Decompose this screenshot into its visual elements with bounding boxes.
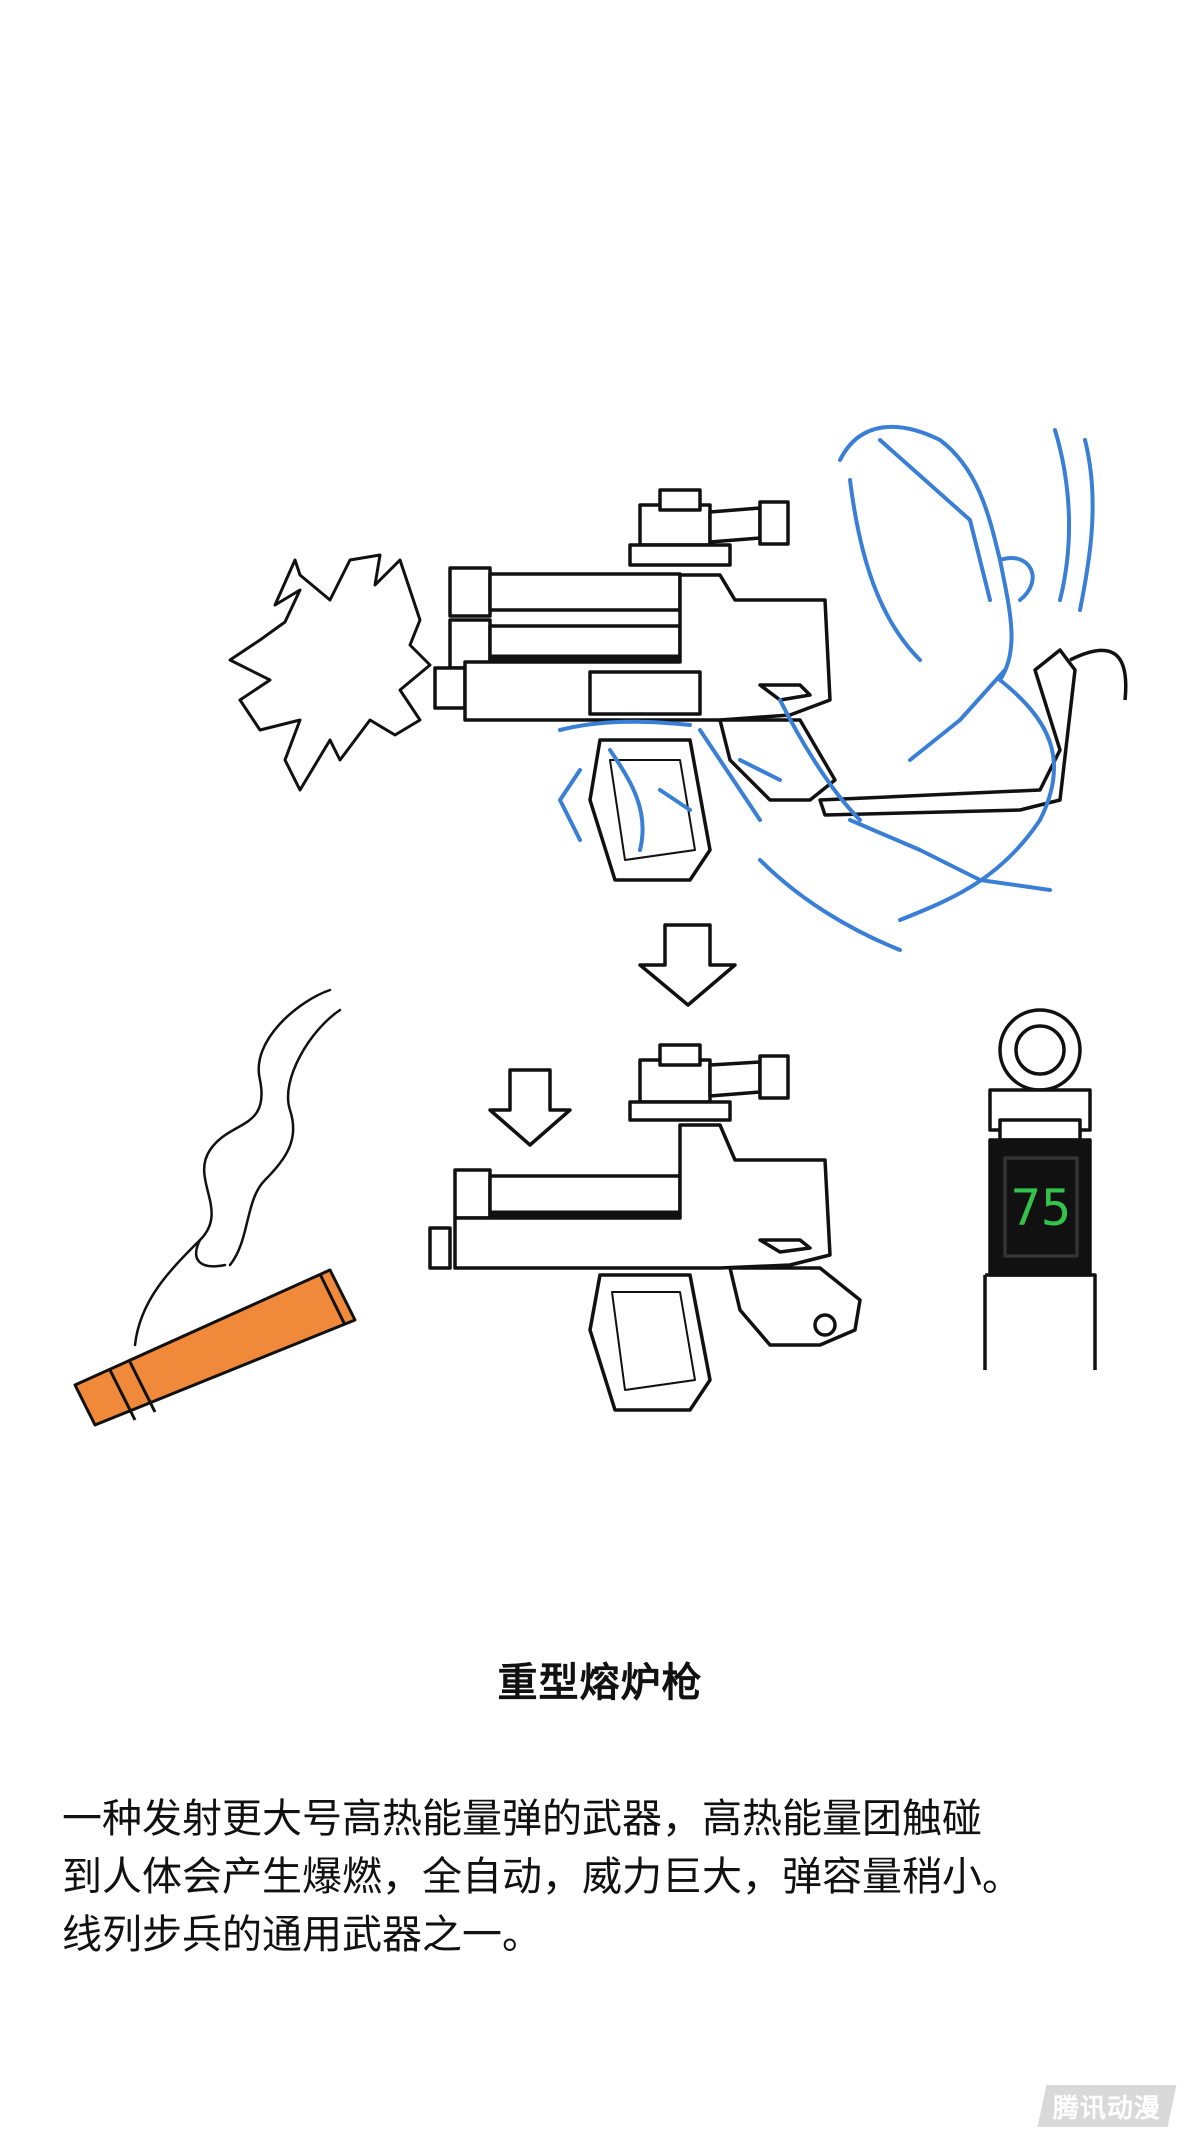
ammo-counter-display: 75 (1011, 1179, 1071, 1237)
description-line-1: 一种发射更大号高热能量弹的武器，高热能量团触碰 (62, 1796, 982, 1842)
weapon-sketch-original (433, 488, 1128, 882)
cigarette-sketch (73, 1268, 357, 1427)
description-line-2: 到人体会产生爆燃，全自动，威力巨大，弹容量稍小。 (62, 1854, 1022, 1900)
weapon-description: 一种发射更大号高热能量弹的武器，高热能量团触碰 到人体会产生爆燃，全自动，威力巨… (62, 1790, 1152, 1964)
description-line-3: 线列步兵的通用武器之一。 (62, 1912, 542, 1958)
watermark-logo: 腾讯动漫 (1037, 2085, 1177, 2127)
weapon-sketch-revised (428, 1043, 862, 1412)
weapon-title: 重型熔炉枪 (497, 1660, 703, 1706)
arrow-down-icon (638, 923, 737, 1007)
muzzle-blast-sketch (228, 553, 432, 792)
ammo-counter-device-sketch (983, 1008, 1097, 1370)
watermark-text: 腾讯动漫 (1052, 2093, 1161, 2124)
weapon-concept-illustration: 75 (73, 424, 1128, 1427)
soldier-sketch-blue (558, 424, 1095, 952)
smoke-sketch (133, 988, 342, 1347)
